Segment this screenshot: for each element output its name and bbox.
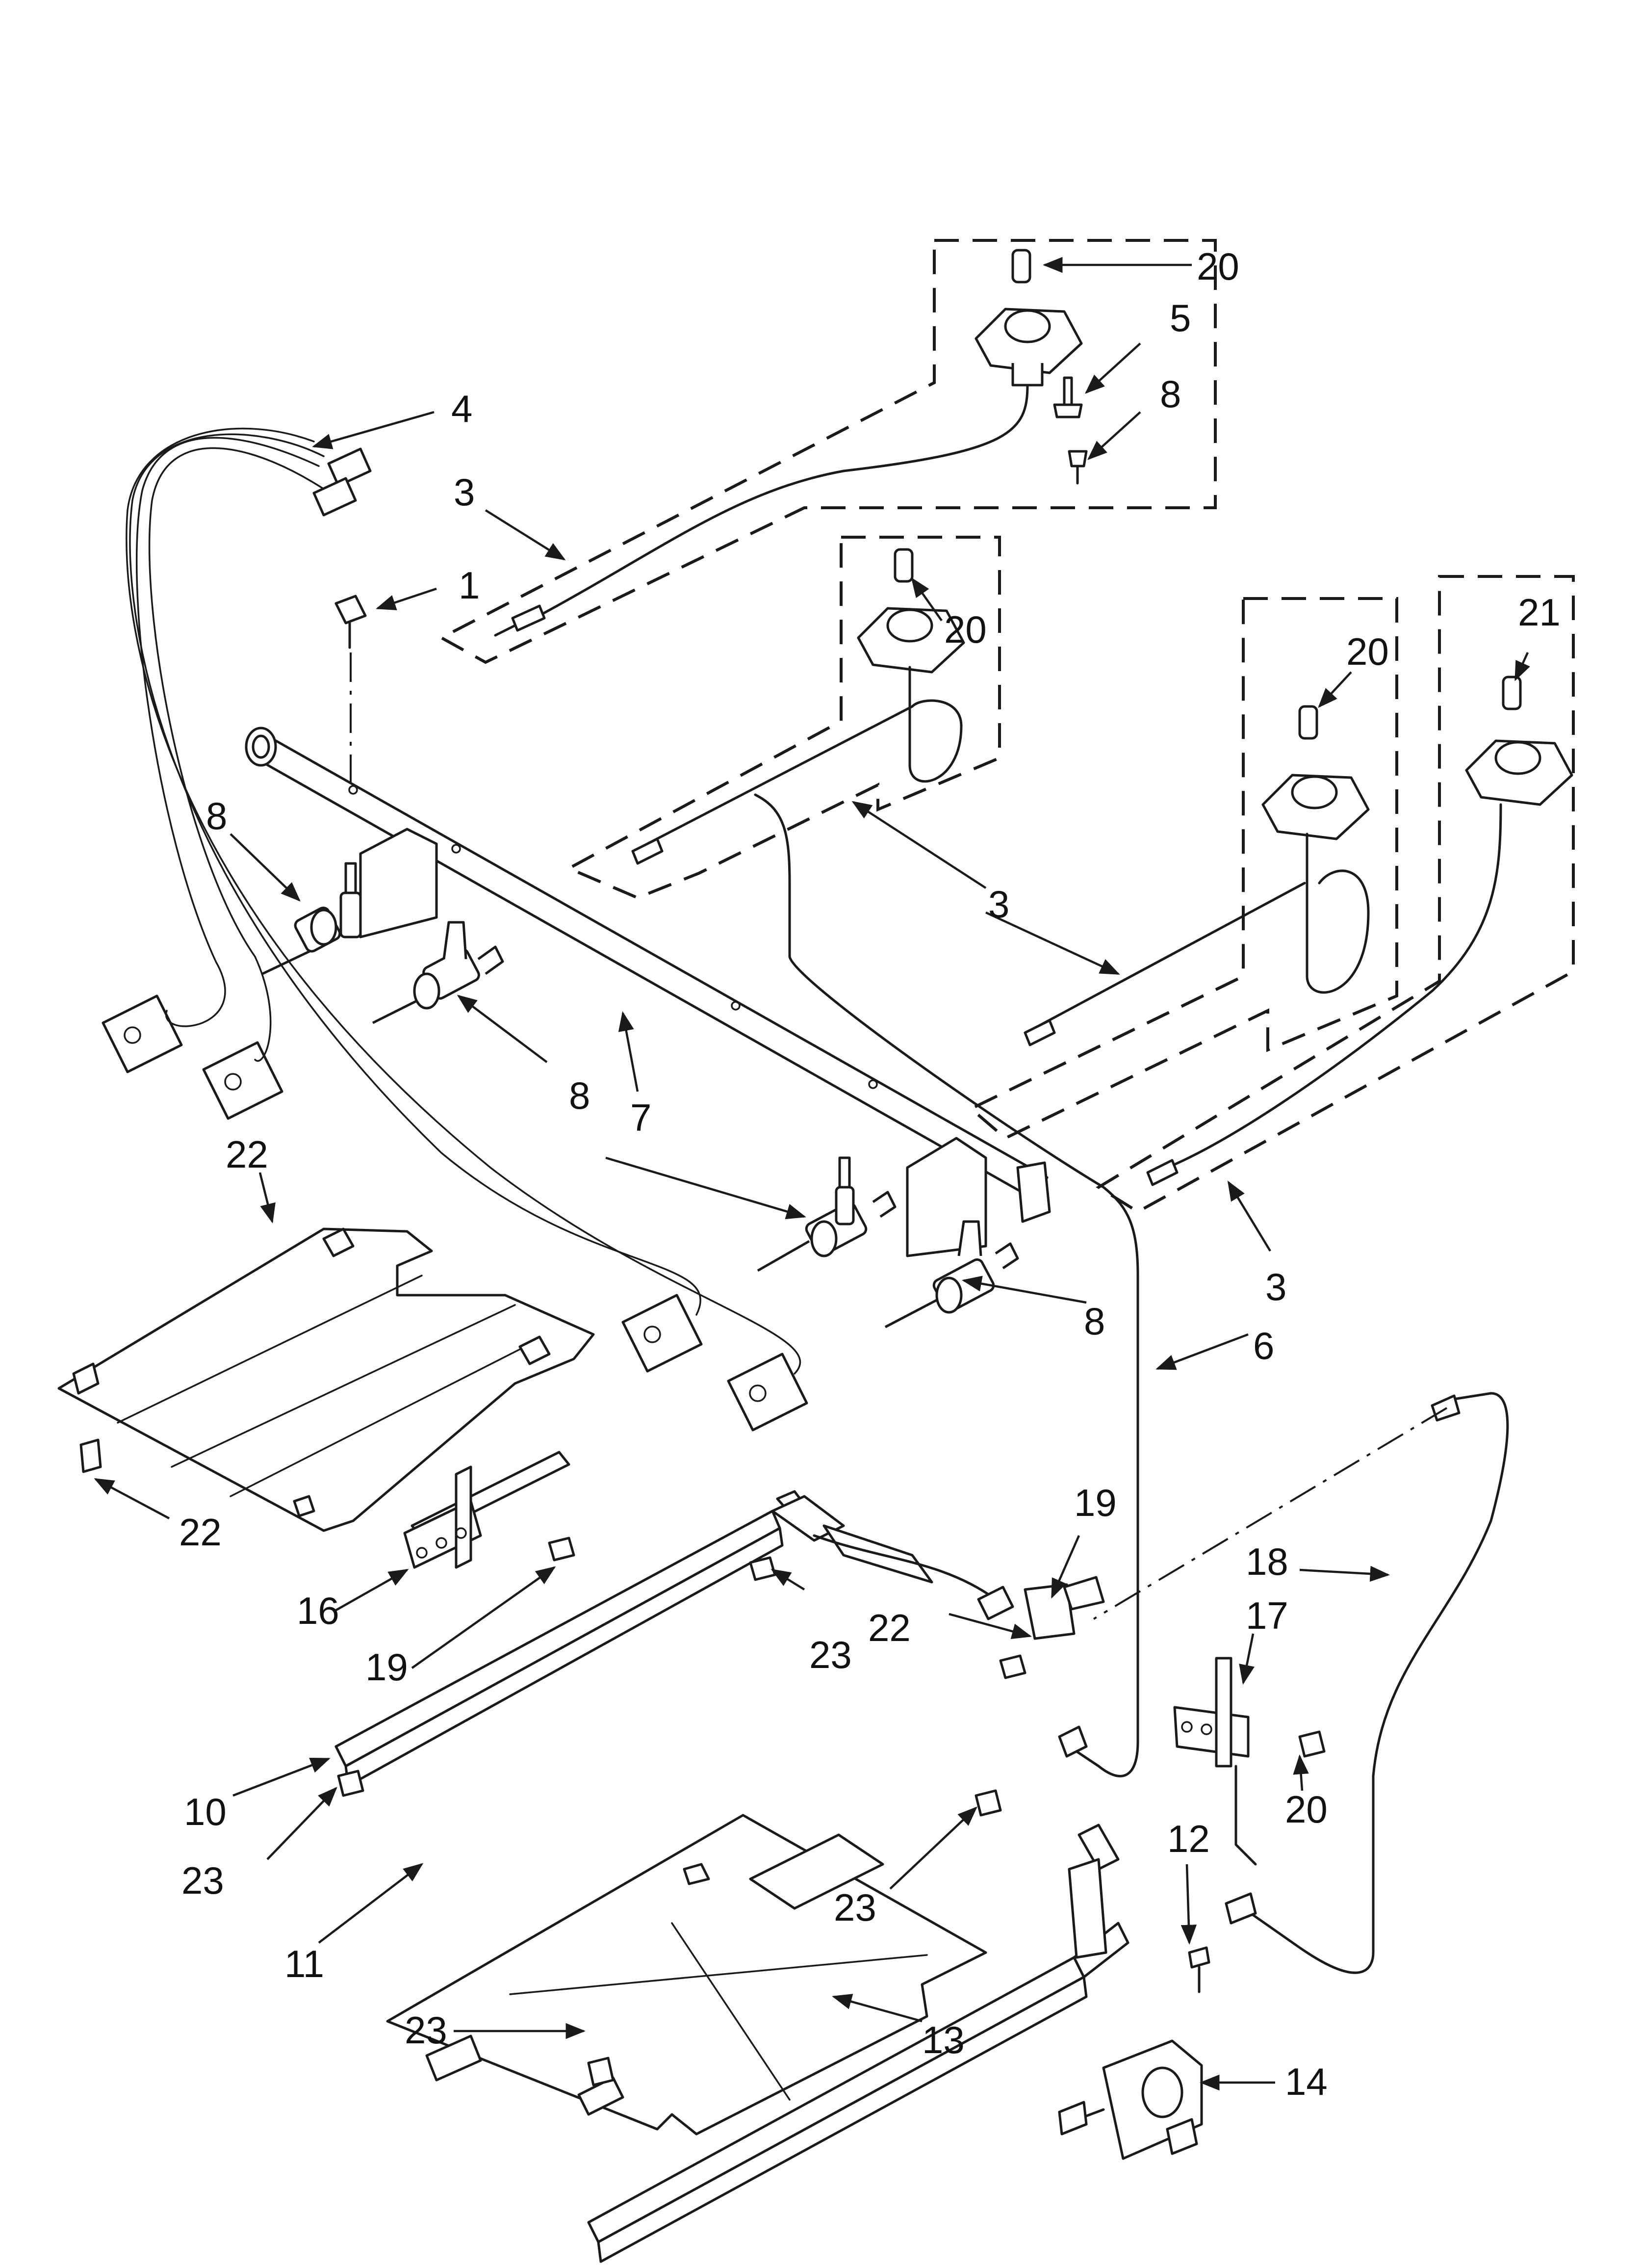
igniter-switch-2 bbox=[202, 1041, 283, 1120]
callout-16-left: 16 bbox=[297, 1589, 339, 1632]
main-gas-tube bbox=[754, 793, 1139, 1777]
callout-leaders bbox=[94, 257, 1530, 2091]
callout-10: 8 bbox=[1160, 372, 1181, 416]
harness-connector-1 bbox=[327, 447, 372, 487]
igniter-switch-1 bbox=[102, 994, 183, 1073]
callout-23-left: 23 bbox=[181, 1859, 224, 1902]
callout-21: 22 bbox=[226, 1133, 268, 1176]
callout-23-lower: 23 bbox=[834, 1886, 876, 1929]
callout-14: 13 bbox=[922, 2018, 965, 2061]
tube-screw-left bbox=[337, 1770, 364, 1797]
burner-base-center bbox=[631, 548, 965, 865]
callout-19-left: 19 bbox=[365, 1645, 408, 1689]
burner-valve-front-left bbox=[372, 921, 504, 1024]
burner-group-outlines bbox=[438, 239, 1575, 1214]
electrode-screw bbox=[1068, 450, 1088, 485]
mounting-screws bbox=[79, 1438, 1026, 2086]
callout-8-middle: 8 bbox=[569, 1074, 590, 1117]
callout-3-center: 3 bbox=[988, 883, 1009, 926]
manifold-screw bbox=[334, 595, 367, 785]
callout-23-upper: 23 bbox=[809, 1633, 852, 1676]
callout-6: 5 bbox=[1170, 296, 1191, 339]
callout-15: 14 bbox=[1285, 2060, 1328, 2103]
callout-3-right: 3 bbox=[1265, 1265, 1286, 1308]
group-outline-front-right bbox=[968, 597, 1398, 1140]
holder-screws bbox=[548, 1537, 1326, 1758]
callout-7: 7 bbox=[630, 1096, 651, 1139]
callout-19-right: 20 bbox=[1285, 1788, 1328, 1831]
burner-base-rear-right bbox=[1146, 676, 1573, 1186]
pressure-regulator bbox=[1058, 2039, 1203, 2160]
callout-8-right: 8 bbox=[1084, 1300, 1105, 1343]
callout-3-rear: 3 bbox=[454, 470, 475, 514]
callout-20-rear-left: 20 bbox=[1197, 245, 1239, 288]
callout-22-pan: 23 bbox=[405, 2008, 447, 2052]
regulator-connector bbox=[1188, 1946, 1210, 1993]
holder-screw-right bbox=[1298, 1730, 1326, 1758]
group-outline-rear-left bbox=[438, 239, 1217, 664]
callout-22-shield: 22 bbox=[179, 1511, 222, 1554]
group-outline-rear-right bbox=[1096, 575, 1575, 1214]
burner-valve-rear-left bbox=[261, 862, 362, 975]
igniter-switch-4 bbox=[727, 1353, 808, 1432]
callout-20-center: 20 bbox=[944, 608, 987, 651]
callout-8-left: 8 bbox=[206, 794, 227, 837]
burner-tube-upper bbox=[334, 1490, 933, 1787]
burner-pan bbox=[386, 1814, 987, 2136]
callout-5: 4 bbox=[451, 387, 472, 430]
callout-13: 11 bbox=[284, 1942, 324, 1985]
burner-bases bbox=[494, 249, 1573, 1186]
fitting-screw bbox=[999, 1654, 1026, 1679]
burner-tube-lower bbox=[587, 1824, 1129, 2263]
callout-22-fitting: 22 bbox=[868, 1606, 911, 1649]
callout-17: 18 bbox=[1246, 1540, 1288, 1583]
orifice-holder-right bbox=[1173, 1657, 1257, 1866]
igniter-electrode bbox=[1053, 376, 1083, 418]
wire-harness bbox=[126, 427, 801, 1375]
burner-valve-rear-right bbox=[757, 1156, 897, 1272]
burner-valves bbox=[261, 862, 1019, 1329]
callout-12: 10 bbox=[184, 1790, 227, 1833]
callout-16-right: 17 bbox=[1246, 1594, 1288, 1637]
igniter-switches bbox=[102, 994, 808, 1432]
callout-20-front-right: 20 bbox=[1346, 630, 1389, 673]
pan-screw-lower bbox=[587, 2057, 615, 2086]
callout-numbers: 20 5 8 4 3 1 20 20 21 3 3 8 7 8 8 6 22 2… bbox=[179, 245, 1561, 2103]
callout-11: 12 bbox=[1167, 1817, 1210, 1860]
tube-screw-upper bbox=[749, 1556, 776, 1581]
orifice-holder-left bbox=[403, 1451, 570, 1569]
burner-shield bbox=[57, 1227, 595, 1532]
igniter-switch-3 bbox=[621, 1294, 703, 1373]
callout-18: 19 bbox=[1074, 1481, 1117, 1524]
callout-1: 1 bbox=[459, 564, 480, 607]
burner-base-front-right bbox=[1024, 705, 1370, 1046]
shield-screw bbox=[79, 1438, 102, 1473]
rear-gas-tube bbox=[1093, 1392, 1509, 1974]
callout-4: 6 bbox=[1253, 1324, 1274, 1367]
harness-connector-2 bbox=[312, 477, 357, 517]
tube-screw-lower bbox=[975, 1789, 1002, 1817]
burner-base-rear-left bbox=[494, 249, 1083, 637]
orifice-fitting bbox=[813, 1534, 1105, 1640]
group-outline-center bbox=[565, 536, 1001, 900]
holder-screw-left bbox=[548, 1537, 575, 1562]
callout-20-rear-right: 21 bbox=[1518, 591, 1561, 634]
gas-manifold-pipe bbox=[245, 727, 1051, 1257]
